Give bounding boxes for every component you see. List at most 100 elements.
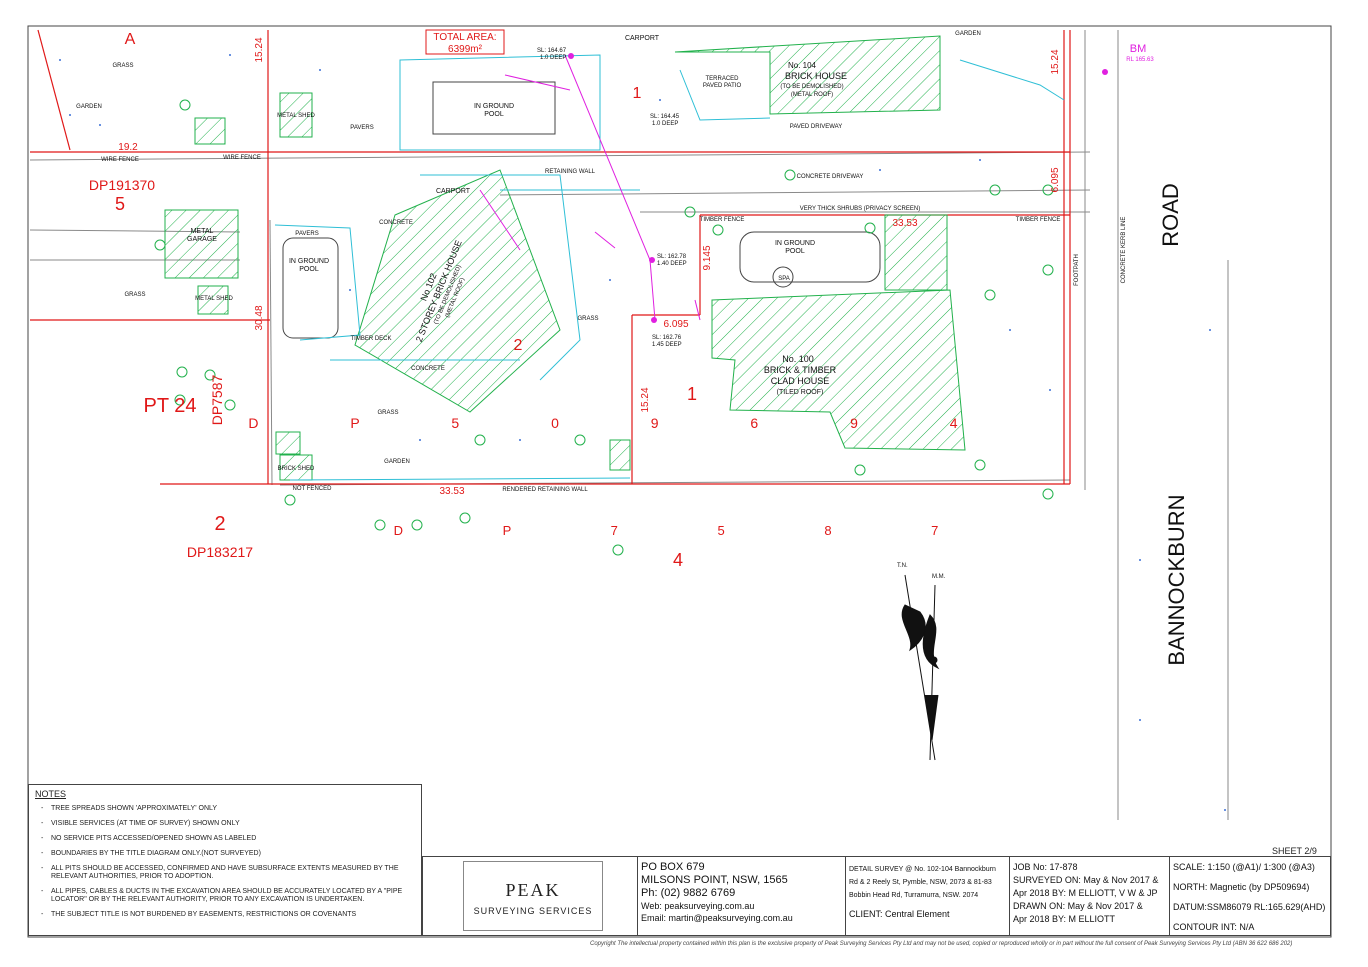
dim-19-2: 19.2 [118, 142, 138, 153]
house-100 [711, 289, 966, 451]
total-area-title: TOTAL AREA: [433, 32, 496, 43]
footpath-label: FOOTPATH [1074, 254, 1080, 286]
surveyed-line-2: Apr 2018 BY: M ELLIOTT, V W & JP [1013, 888, 1158, 898]
datum: DATUM:SSM86079 RL:165.629(AHD) [1173, 902, 1326, 912]
sewer-lines [479, 54, 701, 321]
website-link[interactable]: Web: peaksurveying.com.au [641, 901, 755, 911]
lot-4: 4 [673, 550, 683, 570]
dim-33-53-b: 33.53 [439, 486, 464, 497]
sl2b: 1.0 DEEP [652, 121, 678, 127]
sheet-number: SHEET 2/9 [1272, 846, 1317, 856]
metal-shed-2: METAL SHED [195, 296, 233, 302]
lot-labels: A DP191370 5 PT 24 DP7587 2 DP183217 D P… [89, 31, 1001, 570]
dp-main-label: D P 5 0 9 6 9 4 [248, 415, 1001, 431]
po-box: PO BOX 679 [641, 861, 705, 873]
lot-2-left: 2 [214, 513, 225, 535]
client: CLIENT: Central Element [849, 909, 950, 919]
lot-2-mid: 2 [514, 337, 523, 354]
scale: SCALE: 1:150 (@A1)/ 1:300 (@A3) [1173, 862, 1315, 872]
not-fenced-label: NOT FENCED [293, 486, 333, 492]
pavers-label-1: PAVERS [350, 125, 373, 131]
total-area-box [425, 29, 505, 55]
dim-30-48: 30.48 [254, 305, 265, 330]
bm-rl: RL 165.63 [1126, 57, 1154, 63]
house100-no: No. 100 [782, 354, 814, 364]
bm-label: BM [1130, 43, 1147, 55]
house104-status: (TO BE DEMOLISHED) [780, 84, 843, 90]
boundary-lines [30, 29, 1071, 485]
garden-label-3: GARDEN [955, 31, 981, 37]
north-arrow [901, 574, 940, 761]
sl1: SL: 164.67 [537, 48, 567, 54]
house100-cladding: CLAD HOUSE [771, 376, 830, 386]
pool-rear [282, 237, 339, 339]
concrete-label-2: CONCRETE [411, 366, 445, 372]
pool1-line2: POOL [484, 111, 504, 118]
notes-heading: NOTES [35, 789, 67, 799]
dp191370-label: DP191370 [89, 177, 155, 193]
buildings [164, 35, 966, 481]
note-item: BOUNDARIES BY THE TITLE DIAGRAM ONLY.(NO… [35, 850, 415, 858]
contact-details: PO BOX 679 MILSONS POINT, NSW, 1565 Ph: … [641, 861, 841, 924]
lot-5: 5 [115, 194, 125, 214]
pool2-line2: POOL [299, 266, 319, 273]
sl2: SL: 164.45 [650, 114, 680, 120]
job-number: JOB No: 17-878 [1013, 862, 1078, 872]
garden-label-2: GARDEN [384, 459, 410, 465]
house104-type: BRICK HOUSE [785, 71, 847, 81]
dim-9-145: 9.145 [702, 245, 713, 270]
surveyed-line-1: SURVEYED ON: May & Nov 2017 & [1013, 875, 1159, 885]
pool-100 [739, 231, 881, 283]
timber-fence-label-2: TIMBER FENCE [1016, 217, 1061, 223]
dp7587-label: DP7587 [209, 374, 225, 425]
timber-fence-label: TIMBER FENCE [700, 217, 745, 223]
sl1b: 1.0 DEEP [540, 55, 566, 61]
metal-garage-line1: METAL [191, 228, 214, 235]
notes-panel: NOTES TREE SPREADS SHOWN 'APPROXIMATELY'… [28, 784, 422, 936]
sl3b: 1.40 DEEP [657, 261, 687, 267]
fence-lines [29, 30, 1229, 820]
grass-label-2: GRASS [377, 410, 398, 416]
total-area-value: 6399m² [448, 44, 483, 55]
house104-no: No. 104 [788, 61, 817, 70]
trees [154, 99, 1054, 556]
pool3-line2: POOL [785, 248, 805, 255]
dim-15-24-c: 15.24 [640, 387, 651, 412]
sl4b: 1.45 DEEP [652, 342, 682, 348]
metal-garage-line2: GARAGE [187, 236, 217, 243]
dp-bottom-label: D P 7 5 8 7 [394, 523, 987, 538]
house104-roof: (METAL ROOF) [791, 92, 833, 98]
terraced-line2: PAVED PATIO [703, 83, 742, 89]
spa-label: SPA [778, 276, 790, 282]
pool3-line1: IN GROUND [775, 240, 815, 247]
title-block: PEAK SURVEYING SERVICES PO BOX 679 MILSO… [422, 856, 1331, 936]
sewer-pits [568, 53, 1108, 323]
metal-garage [164, 209, 239, 279]
contour-interval: CONTOUR INT: N/A [1173, 922, 1255, 932]
dp183217-label: DP183217 [187, 544, 253, 560]
detail-line-1: DETAIL SURVEY @ No. 102-104 Bannockburn [849, 866, 996, 873]
email-link[interactable]: Email: martin@peaksurveying.com.au [641, 913, 793, 923]
wire-fence-label: WIRE FENCE [101, 157, 139, 163]
privacy-screen-label: VERY THICK SHRUBS (PRIVACY SCREEN) [800, 206, 920, 212]
pt24-label: PT 24 [144, 395, 197, 417]
spa [772, 266, 794, 288]
dim-6-095-b: 6.095 [663, 319, 688, 330]
north: NORTH: Magnetic (by DP509694) [1173, 882, 1310, 892]
grass-label-1: GRASS [112, 63, 133, 69]
carport-a: CARPORT [625, 35, 660, 42]
company-logo: PEAK SURVEYING SERVICES [463, 861, 603, 931]
garden-label-1: GARDEN [76, 104, 102, 110]
tn-label: T.N. [897, 563, 908, 569]
sewer-level-labels: SL: 164.67 1.0 DEEP SL: 164.45 1.0 DEEP … [537, 48, 946, 580]
dim-6-095-a: 6.095 [1050, 167, 1061, 192]
dimensions: 19.2 15.24 15.24 15.24 30.48 33.53 33.53… [118, 37, 1061, 497]
suburb: MILSONS POINT, NSW, 1565 [641, 874, 788, 886]
lot-a: A [125, 31, 136, 48]
survey-detail: DETAIL SURVEY @ No. 102-104 Bannockburn … [849, 863, 1009, 921]
phone: Ph: (02) 9882 6769 [641, 887, 736, 899]
job-info: JOB No: 17-878 SURVEYED ON: May & Nov 20… [1013, 861, 1173, 926]
copyright-notice: Copyright The intellectual property cont… [590, 941, 1293, 947]
dim-15-24-b: 15.24 [1050, 49, 1061, 74]
